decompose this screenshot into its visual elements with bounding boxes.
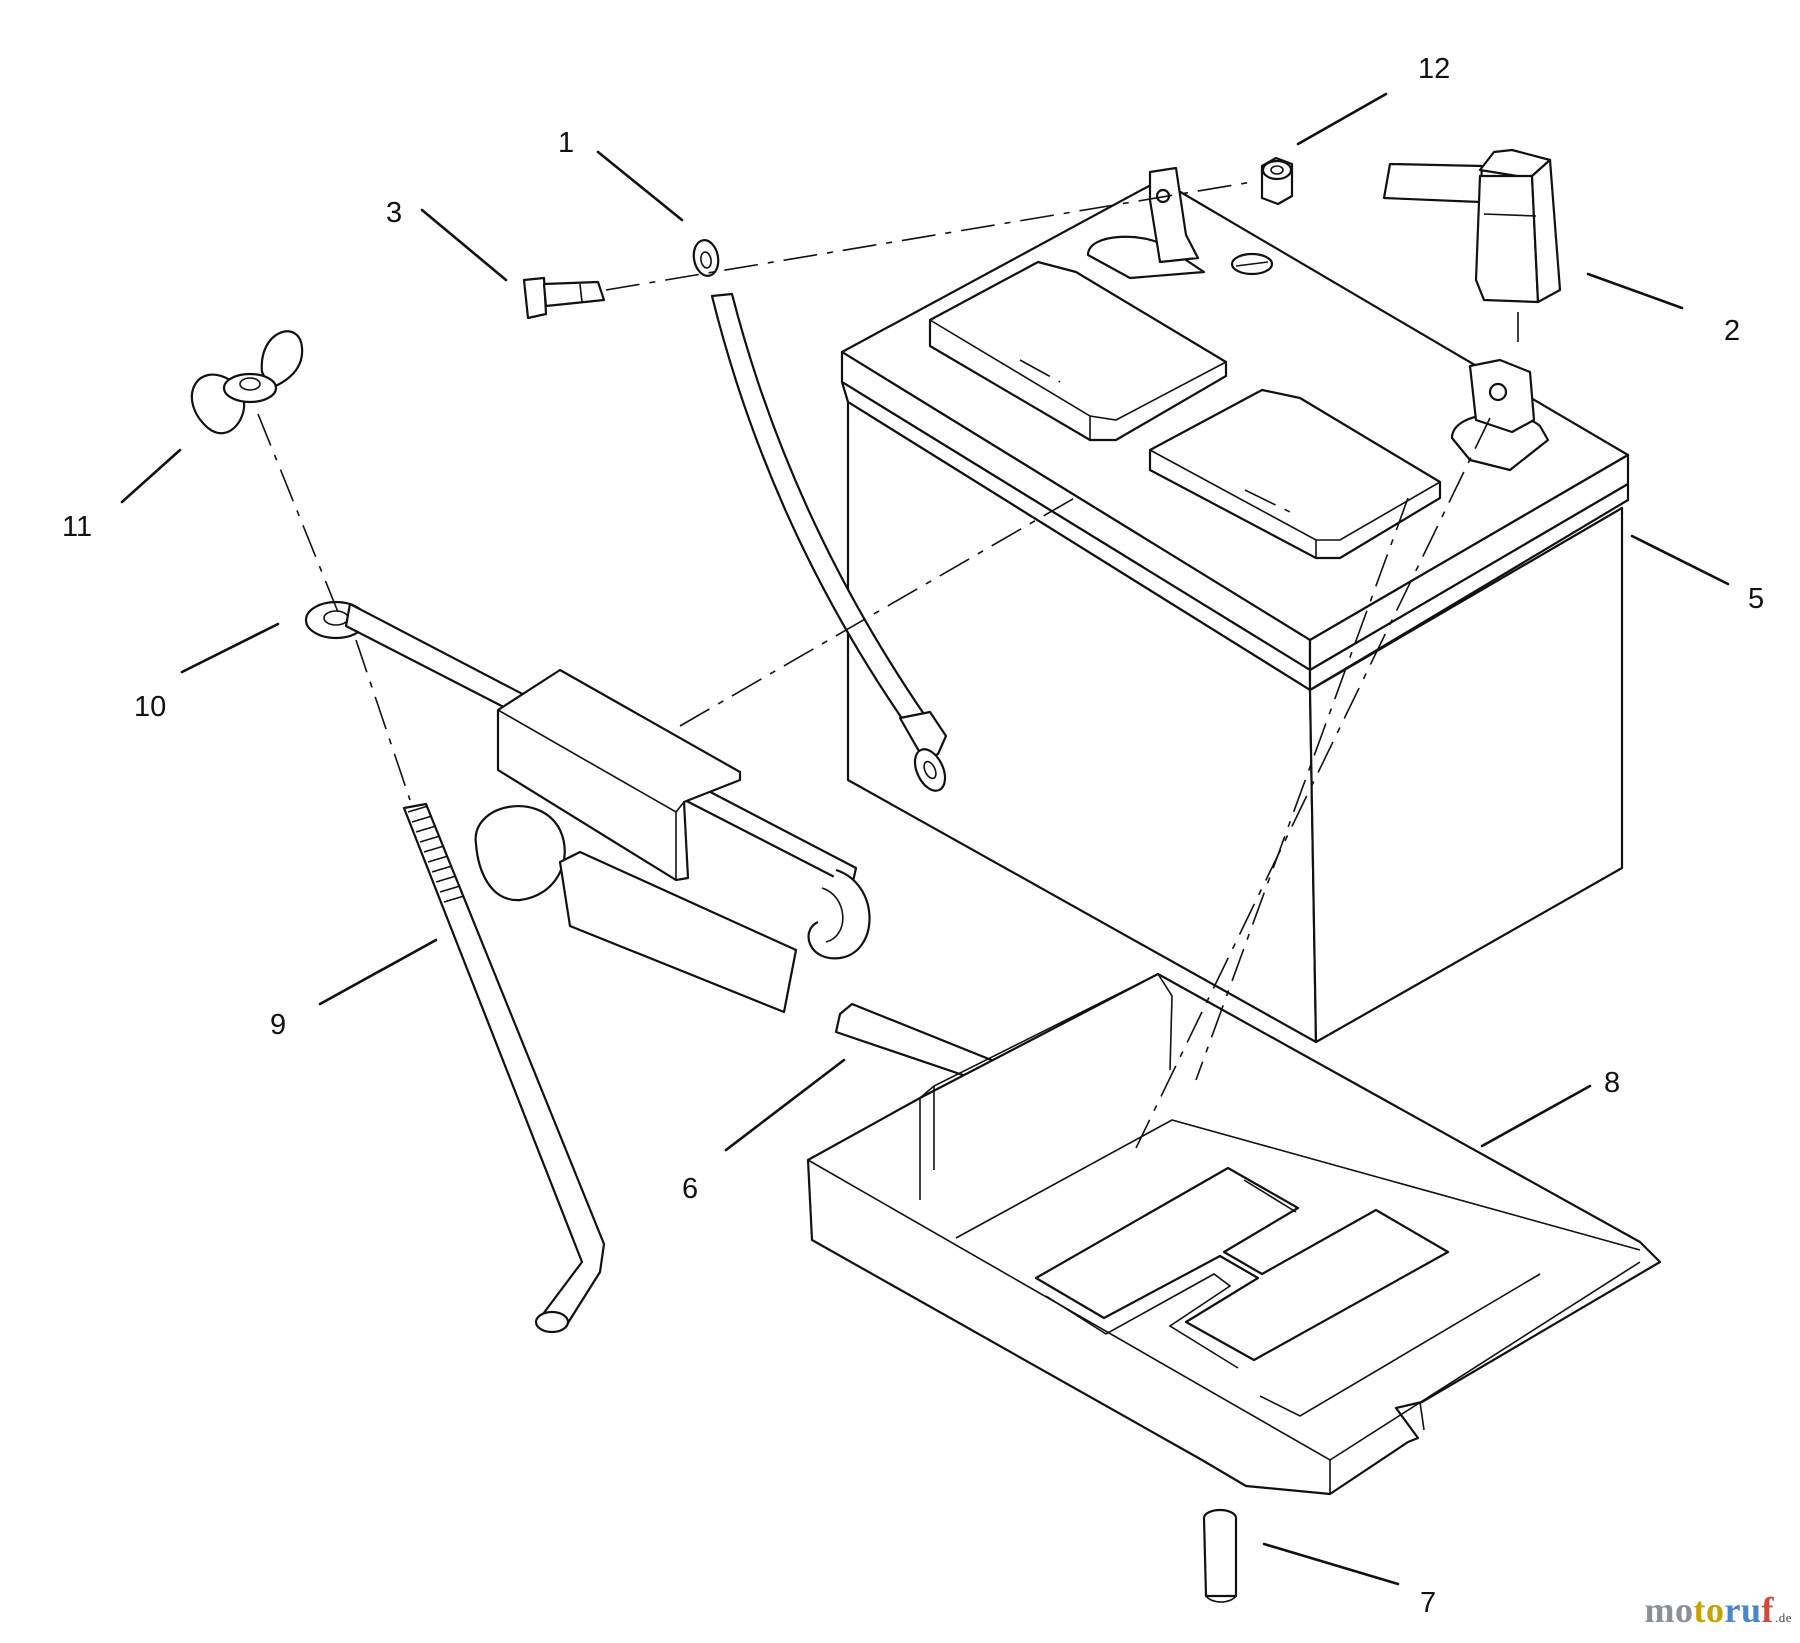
watermark-tld: .de (1774, 1610, 1792, 1625)
battery-tray (806, 972, 1662, 1496)
callout-1: 1 (558, 127, 574, 159)
callout-12: 12 (1418, 53, 1450, 85)
negative-cable (692, 239, 948, 792)
watermark-part-1: mo (1644, 1590, 1694, 1630)
callout-2: 2 (1724, 315, 1740, 347)
callout-5: 5 (1748, 583, 1764, 615)
callout-11: 11 (62, 511, 92, 543)
leader-lines (120, 92, 1730, 1586)
watermark-part-3: ru (1724, 1590, 1762, 1630)
callout-8: 8 (1604, 1067, 1620, 1099)
wing-nut (190, 330, 304, 435)
watermark-logo: motoruf.de (1644, 1589, 1792, 1631)
callout-6: 6 (682, 1173, 698, 1205)
callout-3: 3 (386, 197, 402, 229)
callout-labels: 1 2 3 5 6 7 8 9 10 11 12 (62, 53, 1764, 1619)
callout-10: 10 (134, 691, 166, 723)
callout-9: 9 (270, 1009, 286, 1041)
hold-down-bracket (304, 600, 871, 960)
assembly-lines (257, 181, 1491, 1149)
terminal-boot (1382, 148, 1562, 342)
bolt (522, 276, 606, 320)
hex-nut (1260, 156, 1294, 206)
watermark-part-2: to (1693, 1590, 1725, 1630)
watermark-part-4: f (1761, 1590, 1774, 1630)
j-bolt-rod (402, 802, 606, 1334)
callout-7: 7 (1420, 1587, 1436, 1619)
battery (840, 166, 1630, 1044)
spacer-tube (1202, 1508, 1238, 1603)
